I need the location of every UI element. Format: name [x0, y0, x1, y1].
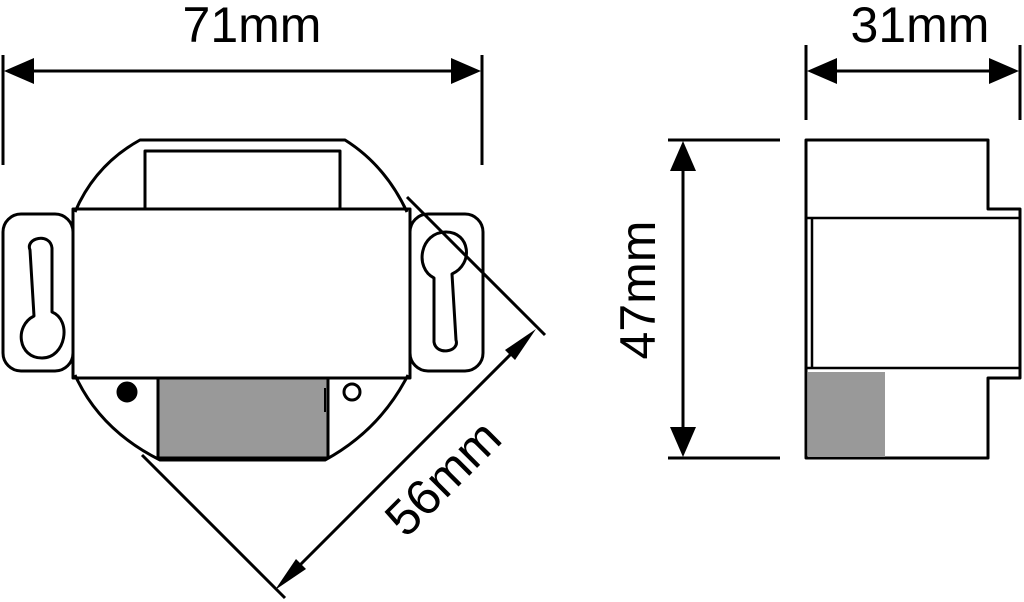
width-arrow-right	[451, 58, 481, 84]
width-arrow-left	[4, 58, 34, 84]
status-led-filled	[116, 381, 138, 403]
diagonal-extension-bottom	[140, 453, 287, 600]
diagonal-arrow-bottom	[275, 559, 306, 590]
height-arrow-top	[670, 141, 696, 171]
depth-arrow-right	[989, 58, 1019, 84]
diagonal-label: 56mm	[374, 409, 512, 547]
left-keyhole-slot	[19, 236, 66, 360]
depth-arrow-left	[807, 58, 837, 84]
front-terminal-block	[156, 376, 330, 460]
depth-label: 31mm	[851, 0, 990, 53]
side-terminal-block	[808, 372, 885, 457]
diagonal-dimension-line	[288, 343, 522, 577]
width-label: 71mm	[183, 0, 322, 53]
side-housing-outline	[804, 138, 1022, 460]
diagonal-extension-top	[405, 195, 547, 337]
front-view	[1, 138, 485, 462]
right-keyhole-slot	[420, 230, 468, 353]
height-label: 47mm	[610, 221, 666, 360]
height-arrow-bottom	[670, 427, 696, 457]
front-top-clip	[143, 149, 342, 211]
dimension-lines	[1, 45, 1022, 600]
side-view	[804, 138, 1022, 460]
left-mounting-ear	[1, 212, 75, 373]
right-mounting-ear	[408, 212, 485, 373]
front-housing-outline	[73, 138, 410, 462]
diagonal-arrow-top	[505, 329, 536, 360]
status-led-hollow	[342, 382, 362, 402]
front-main-cover	[71, 207, 412, 380]
